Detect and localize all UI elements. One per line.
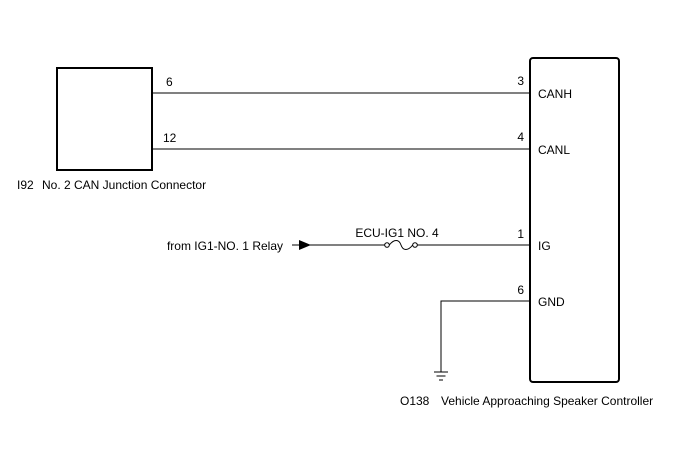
fuse-icon: [388, 240, 414, 250]
pin-controller-canh: 3: [517, 74, 524, 88]
pin-controller-gnd: 6: [517, 283, 524, 297]
terminal-label-ig: IG: [538, 239, 551, 253]
pin-junction-canl: 12: [163, 131, 177, 145]
fuse-terminal-right: [412, 242, 418, 248]
junction-connector-code: I92: [17, 178, 34, 192]
fuse-terminal-left: [384, 242, 390, 248]
junction-connector-box: [56, 67, 153, 171]
pin-controller-ig: 1: [517, 227, 524, 241]
fuse-label: ECU-IG1 NO. 4: [355, 226, 439, 240]
pin-junction-canh: 6: [166, 75, 173, 89]
controller-box: [529, 57, 620, 383]
power-source-label: from IG1-NO. 1 Relay: [167, 239, 283, 253]
junction-connector-name: No. 2 CAN Junction Connector: [42, 178, 206, 192]
controller-code: O138: [400, 394, 430, 408]
terminal-label-canl: CANL: [538, 143, 570, 157]
terminal-label-gnd: GND: [538, 295, 565, 309]
terminal-label-canh: CANH: [538, 87, 572, 101]
gnd-wire: [440, 300, 530, 372]
pin-controller-canl: 4: [517, 130, 524, 144]
controller-name: Vehicle Approaching Speaker Controller: [441, 394, 653, 408]
ground-icon: [434, 371, 448, 381]
power-arrow-icon: [299, 240, 311, 250]
